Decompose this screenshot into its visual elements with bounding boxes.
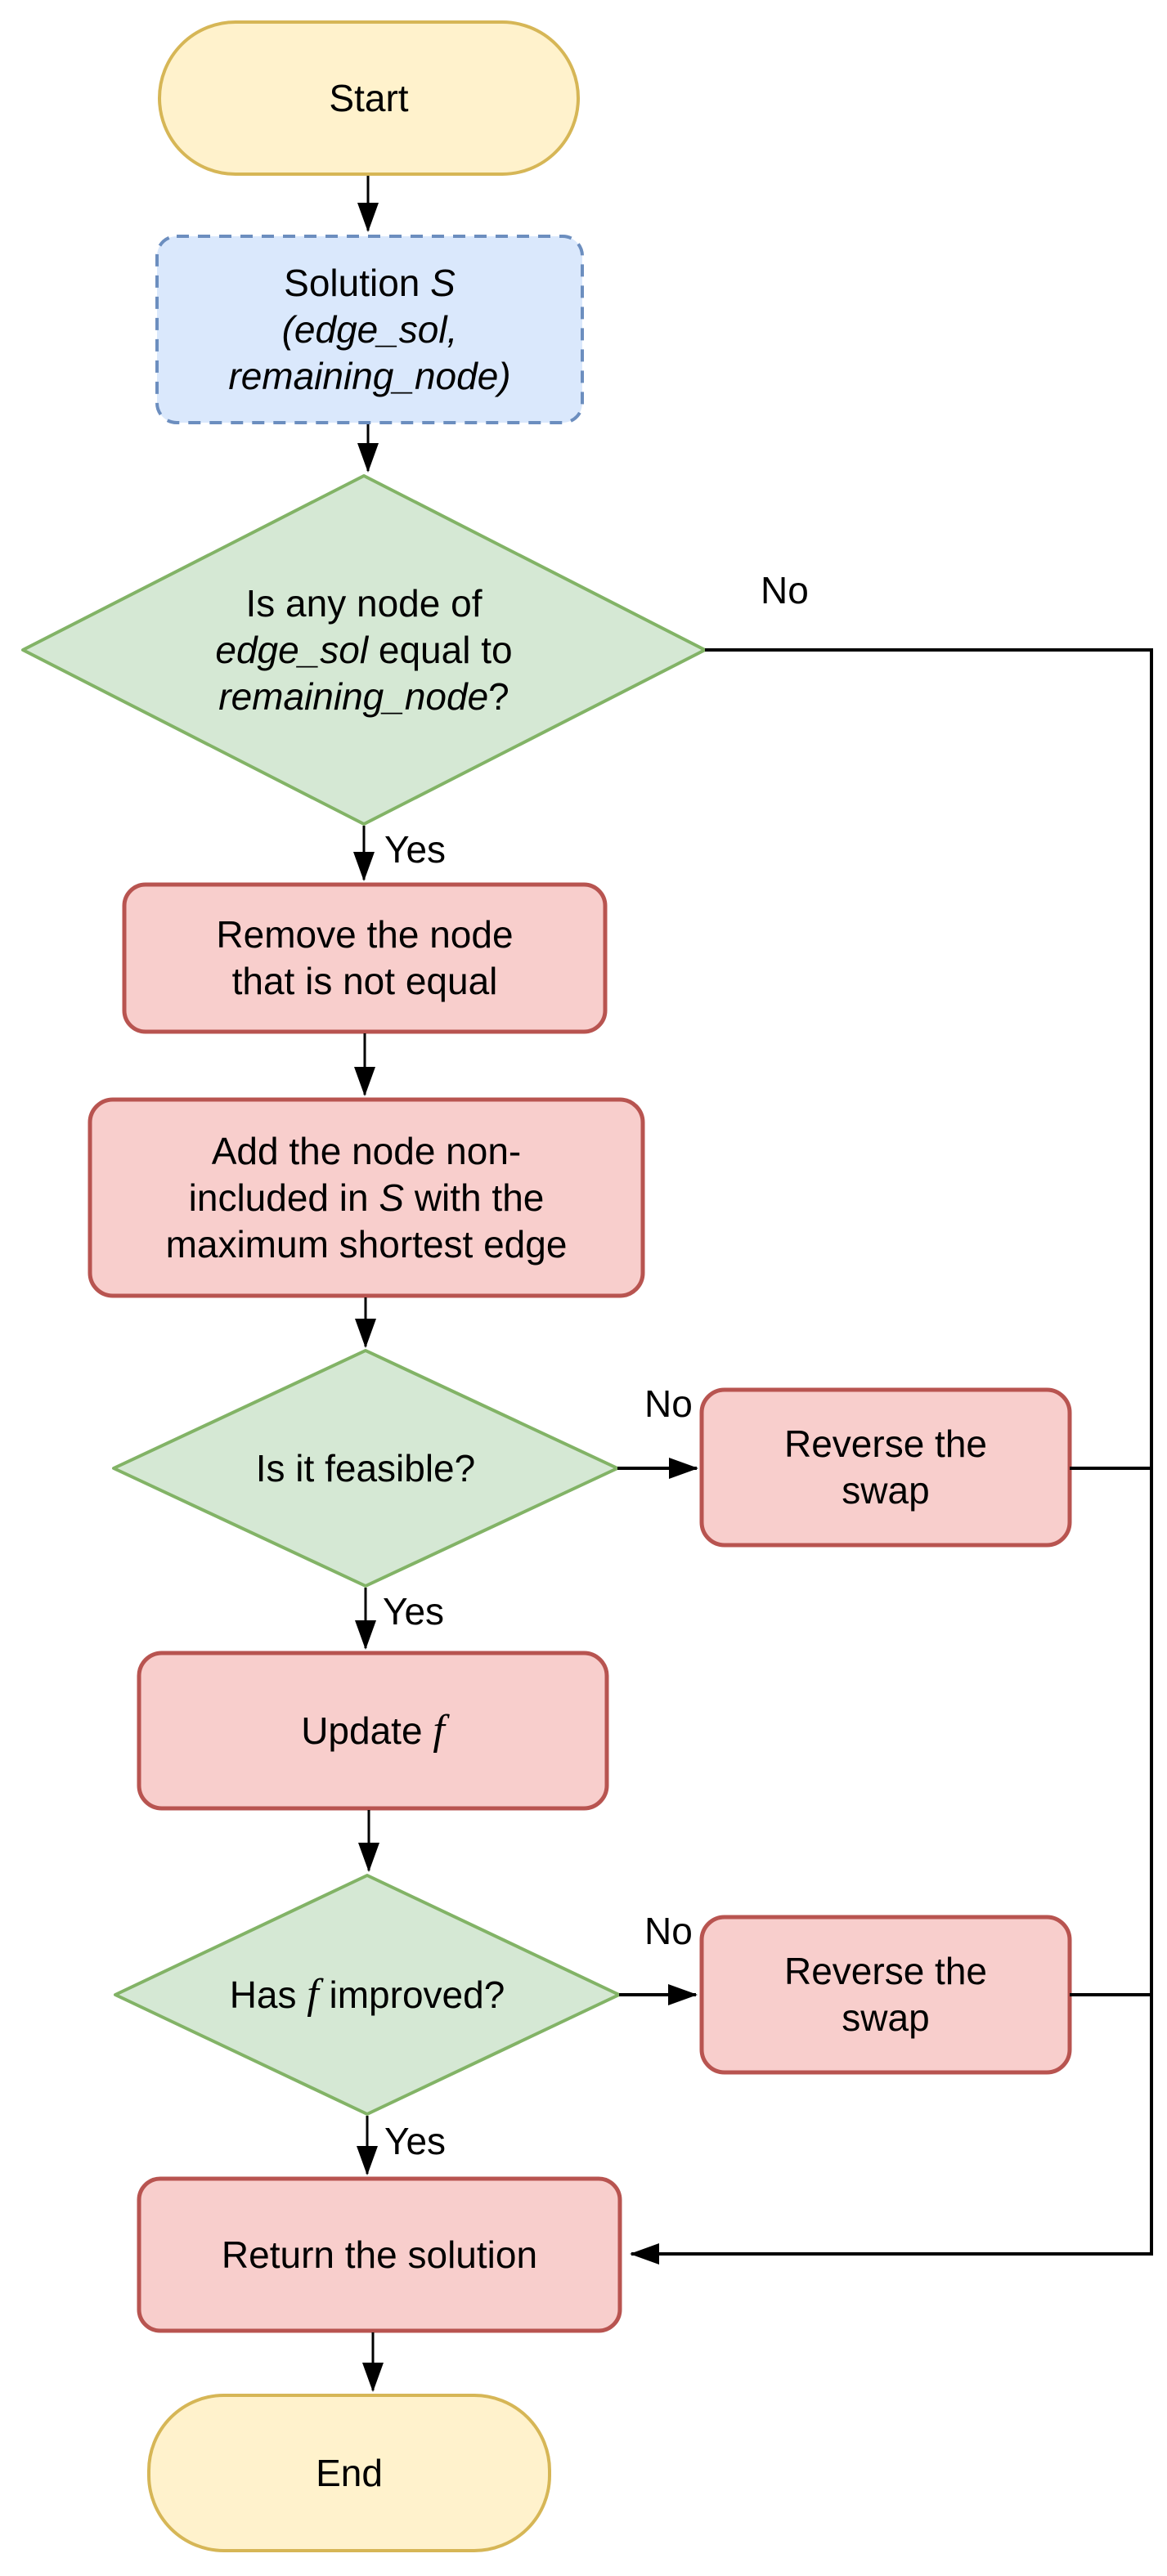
update-process-shape <box>137 1651 609 1811</box>
decision3-yes-label: Yes <box>384 2120 447 2162</box>
decision3-label: Has f improved? <box>229 1971 505 2018</box>
end-label: End <box>316 2451 383 2494</box>
decision1-yes-label: Yes <box>384 828 447 871</box>
end-terminal-shape <box>147 2394 551 2552</box>
decision1-no-label: No <box>761 569 809 612</box>
reverse1-label: Reverse the swap <box>783 1422 987 1512</box>
decision1-diamond-shape <box>21 474 707 826</box>
update-label: Update f <box>301 1707 445 1754</box>
return-label: Return the solution <box>221 2233 538 2276</box>
return-process-shape <box>137 2176 622 2333</box>
remove-label: Remove the node that is not equal <box>216 913 514 1002</box>
decision3-diamond-shape <box>114 1874 621 2116</box>
start-label: Start <box>329 76 409 119</box>
add-label: Add the node non- included in S with the… <box>165 1129 568 1266</box>
decision2-yes-label: Yes <box>383 1590 445 1633</box>
solution-data-shape <box>155 235 584 424</box>
start-terminal-shape <box>158 20 580 176</box>
decision2-diamond-shape <box>112 1349 619 1588</box>
decision3-no-label: No <box>644 1910 693 1952</box>
decision1-label: Is any node of edge_sol equal to remaini… <box>215 581 513 718</box>
remove-process-shape <box>122 882 608 1034</box>
decision2-no-label: No <box>644 1382 693 1425</box>
add-process-shape <box>88 1097 645 1298</box>
edge-decision1-no-trunk-to-return <box>630 648 1153 2265</box>
decision2-label: Is it feasible? <box>255 1446 476 1490</box>
solution-data-label: Solution S (edge_sol, remaining_node) <box>228 261 511 397</box>
reverse2-label: Reverse the swap <box>783 1950 987 2039</box>
